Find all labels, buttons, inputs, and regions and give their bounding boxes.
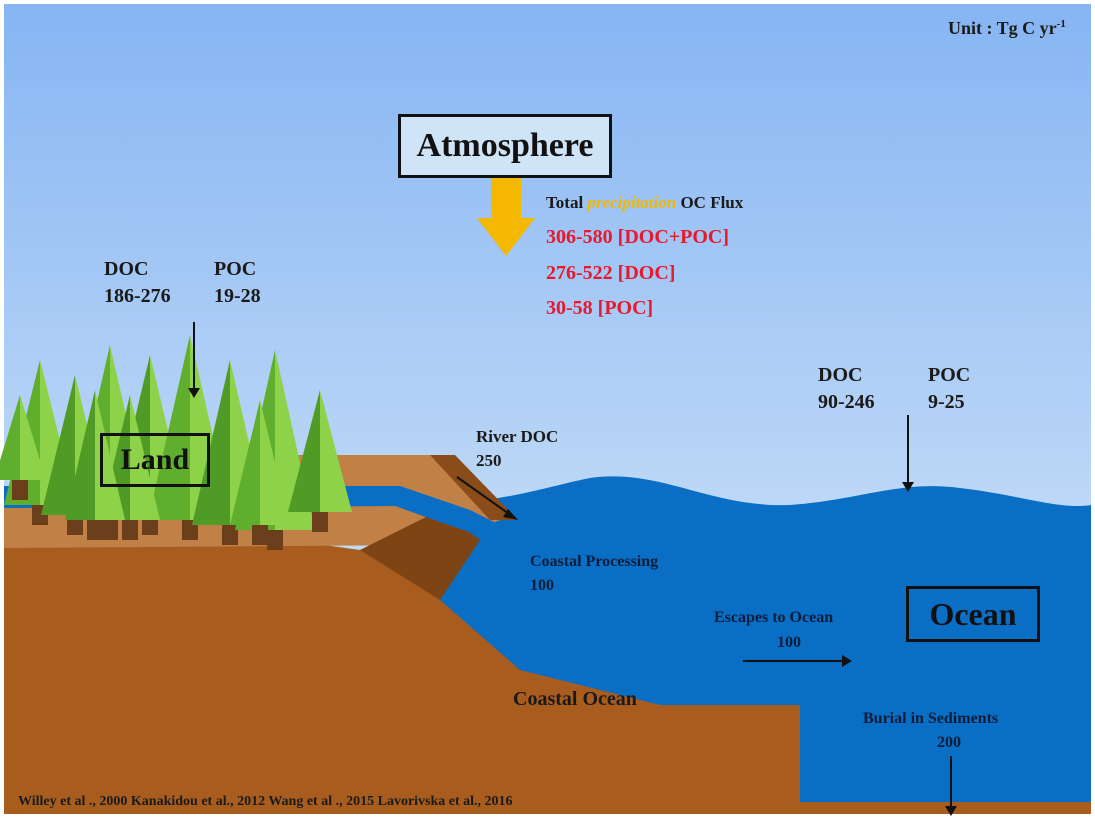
coastal-ocean-label: Coastal Ocean <box>513 688 637 710</box>
coastal-processing-value: 100 <box>530 577 554 594</box>
escapes-label: Escapes to Ocean <box>714 609 834 626</box>
tree-crown <box>130 395 160 520</box>
land-slope <box>360 510 480 600</box>
land-poc-label: POC <box>214 258 257 280</box>
precipitation-doc: 276-522 [DOC] <box>546 262 676 284</box>
unit-label: Unit : Tg C yr-1 <box>948 18 1066 38</box>
escape-arrowhead <box>842 655 852 667</box>
burial-label: Burial in Sediments <box>863 710 999 727</box>
tree-crown <box>320 390 352 512</box>
precipitation-flux-title: Total precipitation OC Flux <box>546 193 744 212</box>
land-doc-value: 186-276 <box>104 285 171 307</box>
atmosphere-label: Atmosphere <box>416 127 594 164</box>
tree-crown-shade <box>192 360 230 525</box>
river-doc-value: 250 <box>476 451 502 470</box>
sediment-block <box>800 802 1091 814</box>
forest <box>0 335 352 550</box>
land-poc-value: 19-28 <box>214 285 261 307</box>
land-soil <box>4 500 800 814</box>
precipitation-arrow <box>477 178 535 256</box>
tree-crown <box>95 390 125 520</box>
land-label: Land <box>120 443 190 476</box>
ocean-label: Ocean <box>929 595 1017 632</box>
ocean-poc-value: 9-25 <box>928 391 965 413</box>
coastal-processing-label: Coastal Processing <box>530 553 659 570</box>
river-flux-arrowhead <box>503 509 518 520</box>
burial-arrowhead <box>945 806 957 816</box>
atmosphere-box: Atmosphere <box>398 114 612 178</box>
ocean-box: Ocean <box>906 586 1040 642</box>
river-flux-arrow <box>456 476 513 517</box>
burial-value: 200 <box>937 734 961 751</box>
land-deposition-arrowhead <box>188 388 200 398</box>
ocean-doc-label: DOC <box>818 364 863 386</box>
ocean-doc-value: 90-246 <box>818 391 875 413</box>
precipitation-poc: 30-58 [POC] <box>546 297 654 319</box>
escapes-value: 100 <box>777 634 801 651</box>
tree-crown-shade <box>288 390 320 512</box>
precipitation-total: 306-580 [DOC+POC] <box>546 226 730 248</box>
tree-crown-shade <box>148 335 190 520</box>
tree-crown <box>20 395 46 480</box>
land-box: Land <box>100 433 210 487</box>
tree-crown-shade <box>0 395 20 480</box>
river-doc-label: River DOC <box>476 427 559 446</box>
ocean-deposition-arrowhead <box>902 482 914 492</box>
ocean-poc-label: POC <box>928 364 971 386</box>
tree-crown <box>260 400 290 525</box>
citation: Willey et al ., 2000 Kanakidou et al., 2… <box>18 794 513 809</box>
tree-crown-shade <box>41 375 75 515</box>
tree-crown-shade <box>65 390 95 520</box>
tree-crown-shade <box>230 400 260 525</box>
land-doc-label: DOC <box>104 258 149 280</box>
